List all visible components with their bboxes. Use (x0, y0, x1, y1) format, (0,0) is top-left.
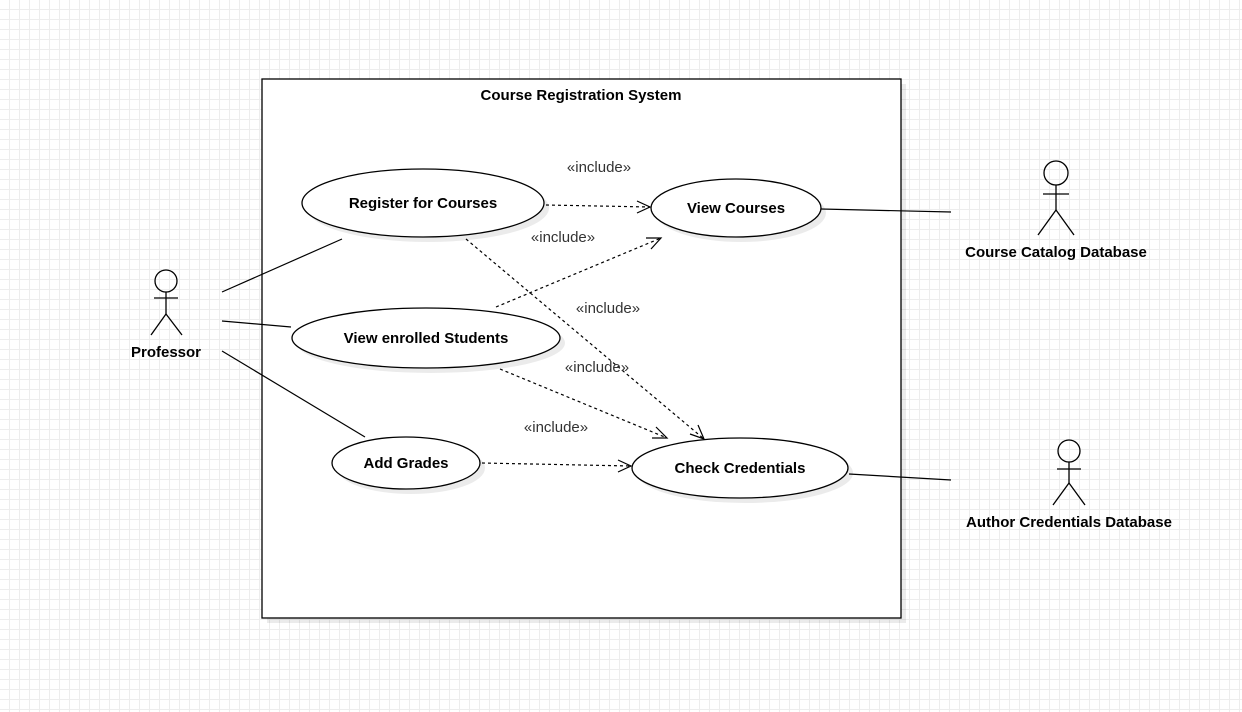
system-title: Course Registration System (481, 87, 682, 104)
actor-author-credentials-database[interactable]: Author Credentials Database (966, 439, 1172, 531)
system-boundary[interactable]: Course Registration System (261, 78, 906, 623)
include-label: «include» (567, 159, 631, 176)
assoc-professor-view-enrolled[interactable] (221, 320, 292, 328)
use-case-label: Register for Courses (349, 195, 497, 212)
stereotype-labels: «include» «include» «include» «include» … (524, 159, 640, 436)
use-case-view-courses[interactable]: View Courses (650, 178, 826, 242)
use-case-register-for-courses[interactable]: Register for Courses (301, 168, 549, 242)
use-case-label: Add Grades (363, 455, 448, 472)
actor-label: Author Credentials Database (966, 514, 1172, 531)
assoc-professor-register[interactable] (221, 238, 343, 293)
stick-figure-icon (1037, 160, 1075, 236)
include-label: «include» (576, 300, 640, 317)
associations (221, 208, 952, 481)
include-label: «include» (531, 229, 595, 246)
use-case-check-credentials[interactable]: Check Credentials (631, 437, 853, 503)
actor-professor[interactable]: Professor (131, 269, 201, 361)
use-case-label: View enrolled Students (344, 330, 509, 347)
actor-label: Professor (131, 344, 201, 361)
use-case-view-enrolled-students[interactable]: View enrolled Students (291, 307, 565, 373)
include-dependencies (465, 200, 706, 473)
stick-figure-icon (150, 269, 183, 336)
assoc-check-credentials-author[interactable] (848, 473, 952, 481)
include-label: «include» (565, 359, 629, 376)
assoc-professor-add-grades[interactable] (221, 350, 366, 438)
actor-course-catalog-database[interactable]: Course Catalog Database (965, 160, 1147, 261)
include-view-enrolled-view-courses[interactable] (495, 237, 663, 308)
assoc-view-courses-catalog[interactable] (820, 208, 952, 213)
include-view-enrolled-check-credentials[interactable] (499, 368, 669, 439)
use-case-label: Check Credentials (675, 460, 806, 477)
include-register-view-courses[interactable] (545, 200, 652, 214)
actor-label: Course Catalog Database (965, 244, 1147, 261)
include-add-grades-check-credentials[interactable] (481, 459, 633, 473)
stick-figure-icon (1052, 439, 1086, 506)
include-label: «include» (524, 419, 588, 436)
use-case-label: View Courses (687, 200, 785, 217)
use-case-add-grades[interactable]: Add Grades (331, 436, 485, 494)
